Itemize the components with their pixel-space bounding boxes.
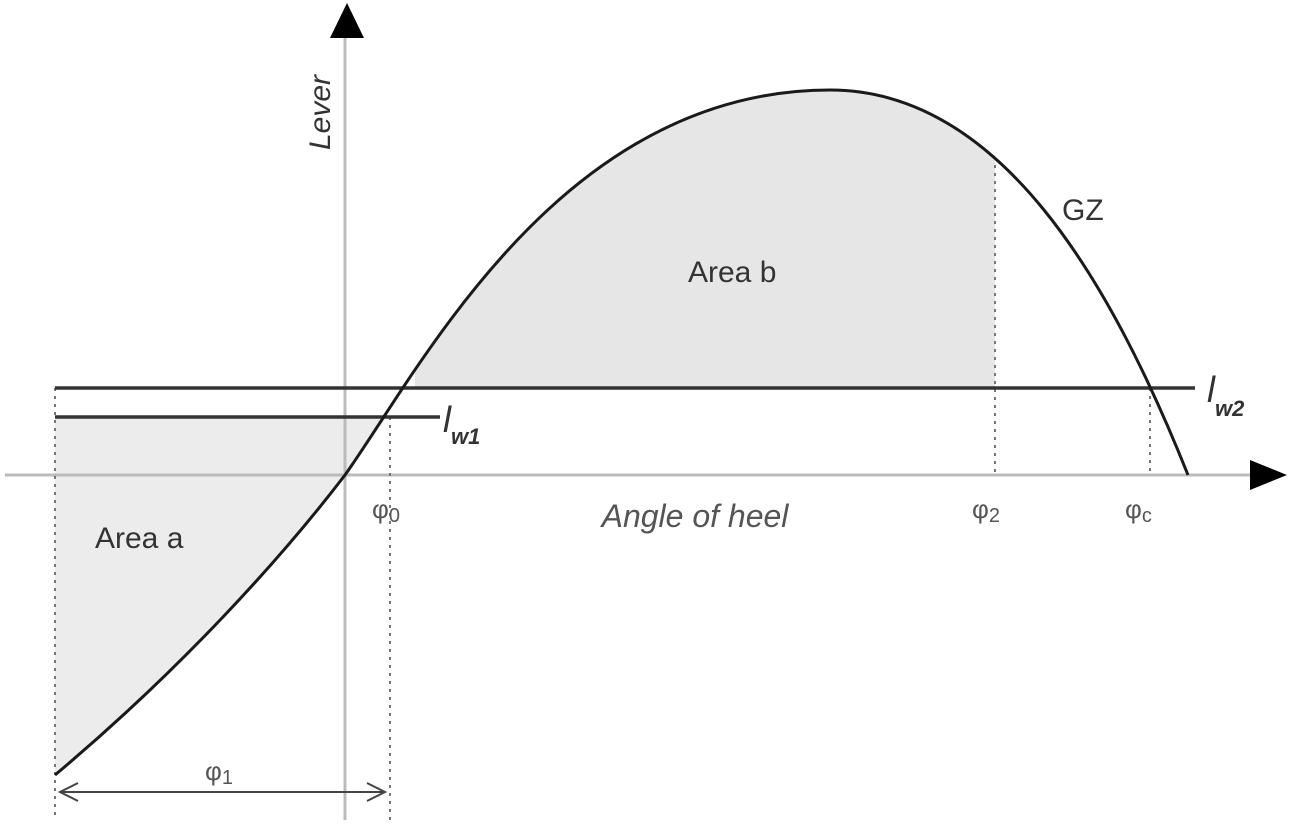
arrow-right-icon	[366, 782, 388, 802]
y-axis-arrow-icon	[330, 3, 364, 38]
x-axis-label: Angle of heel	[600, 498, 790, 534]
lw2-label: lw2	[1207, 369, 1245, 421]
phic-label: φc	[1125, 494, 1152, 527]
phi0-label: φ0	[372, 494, 400, 527]
area-b-label: Area b	[688, 256, 776, 289]
gz-label: GZ	[1062, 194, 1104, 227]
lw1-label: lw1	[443, 399, 480, 449]
phi2-label: φ2	[972, 494, 1000, 527]
area-a-label: Area a	[95, 522, 184, 555]
area-b-shade	[415, 90, 995, 388]
x-axis-arrow-icon	[1250, 460, 1287, 490]
dotted-guides	[54, 165, 1151, 820]
arrow-left-icon	[57, 782, 79, 802]
gz-curve	[54, 88, 1190, 777]
area-a-shade	[55, 417, 387, 775]
phi1-label: φ1	[205, 756, 233, 789]
y-axis-label: Lever	[304, 74, 337, 150]
